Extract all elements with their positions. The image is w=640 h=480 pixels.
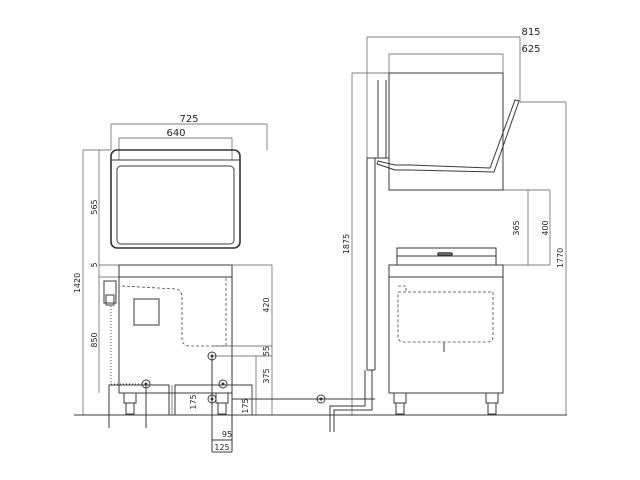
dim-front-125: 125: [214, 443, 229, 452]
connection-pipe: [232, 370, 375, 432]
side-view: 815 625 1875 36: [342, 27, 567, 415]
front-foot-right: [215, 392, 229, 404]
front-hood: [110, 149, 241, 249]
side-foot-right: [485, 392, 499, 404]
dim-front-640: 640: [166, 128, 185, 139]
dim-front-420: 420: [262, 297, 271, 312]
dim-front-725: 725: [179, 114, 198, 125]
dim-front-375: 375: [262, 368, 271, 383]
dim-front-175-left: 175: [189, 394, 198, 409]
dim-front-95: 95: [222, 430, 232, 439]
dim-side-625: 625: [521, 44, 540, 55]
front-window: [133, 298, 160, 326]
dim-side-400: 400: [541, 220, 550, 235]
front-foot-left: [123, 392, 137, 404]
side-foot-left: [393, 392, 407, 404]
dim-side-1875: 1875: [342, 234, 351, 254]
front-body: [118, 264, 233, 394]
side-body: [388, 264, 504, 394]
dim-front-5: 5: [90, 262, 99, 267]
dim-side-365: 365: [512, 220, 521, 235]
dim-side-1770: 1770: [556, 248, 565, 268]
dim-front-55: 55: [262, 346, 271, 356]
side-handle: [376, 99, 520, 173]
dim-front-565: 565: [90, 199, 99, 214]
dim-front-850: 850: [90, 332, 99, 347]
dim-front-175-right: 175: [241, 398, 250, 413]
dim-front-1420: 1420: [73, 273, 82, 293]
side-column: [388, 72, 504, 191]
control-panel-icon: [103, 280, 117, 304]
front-view: 725 640: [73, 114, 273, 453]
dim-side-815: 815: [521, 27, 540, 38]
